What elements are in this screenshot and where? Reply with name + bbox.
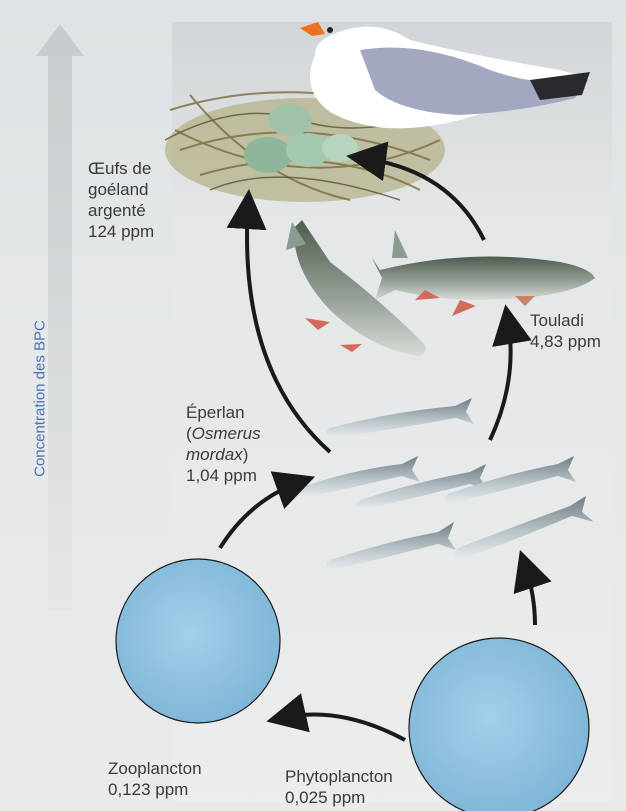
- phytoplancton-icon: [409, 638, 589, 811]
- eperlan-latin-line2: mordax): [186, 444, 261, 465]
- eperlan-name: Éperlan: [186, 402, 261, 423]
- zooplancton-name: Zooplancton: [108, 758, 202, 779]
- touladi-value: 4,83 ppm: [530, 331, 601, 352]
- zooplancton-icon: [116, 559, 280, 723]
- smelt-school-icon: [296, 398, 594, 570]
- eperlan-value: 1,04 ppm: [186, 465, 261, 486]
- eperlan-latin-line1: (Osmerus: [186, 423, 261, 444]
- label-zooplancton: Zooplancton 0,123 ppm: [108, 758, 202, 800]
- phytoplancton-value: 0,025 ppm: [285, 787, 393, 808]
- arrow-smelt-to-touladi: [490, 320, 511, 440]
- zooplancton-value: 0,123 ppm: [108, 779, 202, 800]
- gull-eggs-line2: goéland: [88, 179, 154, 200]
- label-phytoplancton: Phytoplancton 0,025 ppm: [285, 766, 393, 808]
- eperlan-latin-species: mordax: [186, 445, 243, 464]
- arrow-phyto-to-smelt: [525, 565, 535, 625]
- gull-eggs-value: 124 ppm: [88, 221, 154, 242]
- touladi-name: Touladi: [530, 310, 601, 331]
- arrow-zoo-to-smelt: [220, 482, 300, 548]
- gull-eggs-line1: Œufs de: [88, 158, 154, 179]
- label-gull-eggs: Œufs de goéland argenté 124 ppm: [88, 158, 154, 242]
- gull-eggs-line3: argenté: [88, 200, 154, 221]
- label-touladi: Touladi 4,83 ppm: [530, 310, 601, 352]
- label-eperlan: Éperlan (Osmerus mordax) 1,04 ppm: [186, 402, 261, 486]
- eperlan-latin-genus: Osmerus: [192, 424, 261, 443]
- arrow-phyto-to-zoo: [282, 714, 405, 740]
- gull-icon: [300, 22, 590, 128]
- phytoplancton-name: Phytoplancton: [285, 766, 393, 787]
